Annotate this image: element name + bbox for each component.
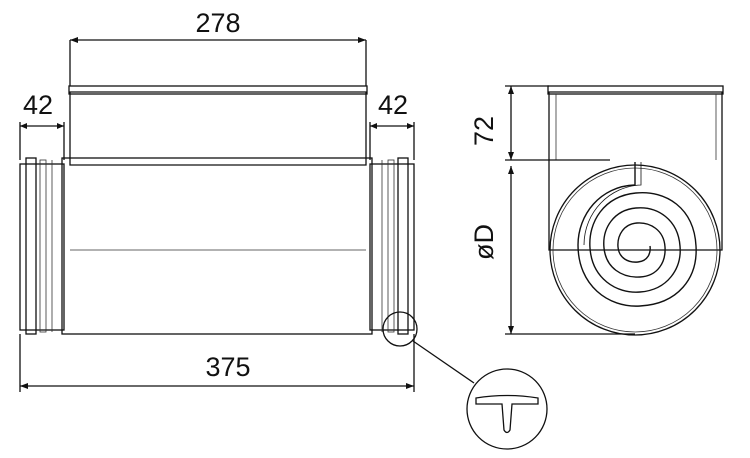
heating-coil-spiral — [577, 162, 697, 307]
side-view — [547, 85, 724, 336]
heater-housing — [69, 91, 367, 166]
side-housing — [548, 91, 723, 251]
detail-leader-line — [412, 340, 475, 384]
dimension-total-length: 375 — [19, 334, 415, 392]
right-collar — [369, 157, 415, 335]
housing-lid — [68, 85, 368, 95]
dimension-diameter: øD — [469, 166, 635, 335]
side-housing-lid — [547, 85, 724, 95]
left-collar — [19, 157, 65, 335]
dim-side-height: 72 — [469, 116, 499, 146]
detail-magnified-circle — [466, 368, 548, 450]
duct-body — [61, 157, 373, 335]
dimension-right-collar: 42 — [369, 90, 415, 160]
dimension-side-height: 72 — [469, 85, 610, 161]
dim-top-width: 278 — [195, 8, 240, 38]
dim-left-collar: 42 — [23, 90, 53, 120]
dim-diameter: øD — [469, 224, 499, 260]
dim-total-length: 375 — [205, 352, 250, 382]
gasket-profile-icon — [475, 394, 539, 434]
front-view — [19, 85, 548, 450]
dimension-top: 278 — [69, 8, 367, 86]
dim-right-collar: 42 — [378, 90, 408, 120]
dimension-left-collar: 42 — [19, 90, 65, 160]
detail-callout-circle — [382, 311, 418, 347]
